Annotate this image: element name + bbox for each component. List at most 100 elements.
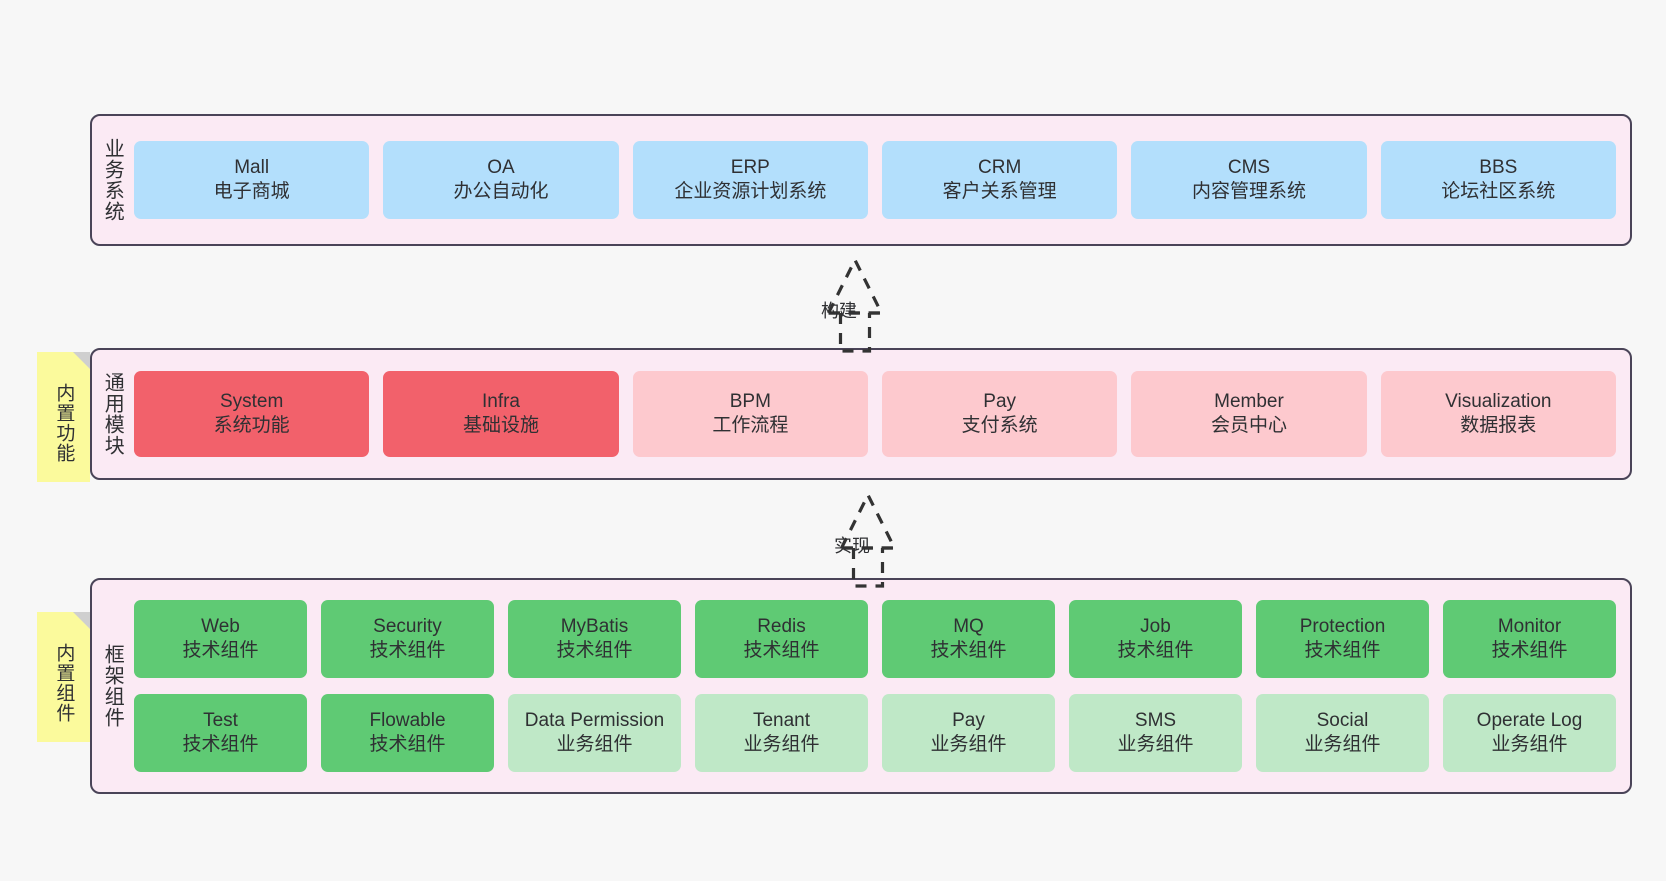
node-security[interactable]: Security 技术组件 bbox=[321, 600, 494, 678]
node-title: CRM bbox=[978, 156, 1022, 178]
node-subtitle: 企业资源计划系统 bbox=[674, 181, 827, 202]
node-subtitle: 数据报表 bbox=[1460, 415, 1537, 436]
node-bpm[interactable]: BPM 工作流程 bbox=[632, 371, 868, 457]
node-test[interactable]: Test 技术组件 bbox=[134, 694, 307, 772]
node-title: BPM bbox=[729, 390, 771, 412]
generalization-arrow-icon bbox=[825, 256, 885, 353]
node-mall[interactable]: Mall 电子商城 bbox=[134, 141, 370, 219]
node-subtitle: 业务组件 bbox=[1491, 734, 1568, 755]
node-title: Security bbox=[373, 615, 442, 637]
node-oa[interactable]: OA 办公自动化 bbox=[383, 141, 619, 219]
node-subtitle: 内容管理系统 bbox=[1191, 181, 1306, 202]
node-title: Data Permission bbox=[524, 709, 665, 731]
node-title: SMS bbox=[1134, 709, 1177, 731]
layer-row: System 系统功能 Infra 基础设施 BPM 工作流程 Pay 支付系统… bbox=[134, 371, 1616, 457]
node-web[interactable]: Web 技术组件 bbox=[134, 600, 307, 678]
note-fold-corner-icon bbox=[73, 612, 90, 629]
node-title: Operate Log bbox=[1476, 709, 1583, 731]
layer-body-framework-components: Web 技术组件 Security 技术组件 MyBatis 技术组件 Redi… bbox=[132, 580, 1630, 792]
node-title: Job bbox=[1140, 615, 1171, 637]
node-subtitle: 技术组件 bbox=[743, 640, 820, 661]
node-subtitle: 业务组件 bbox=[556, 734, 633, 755]
node-operate-log[interactable]: Operate Log 业务组件 bbox=[1443, 694, 1616, 772]
node-title: Member bbox=[1214, 390, 1284, 412]
node-subtitle: 客户关系管理 bbox=[942, 181, 1057, 202]
node-title: Protection bbox=[1299, 615, 1386, 637]
node-title: Redis bbox=[757, 615, 806, 637]
connector-implement: 实现 bbox=[768, 490, 948, 590]
node-title: Flowable bbox=[369, 709, 446, 731]
layer-title-business-systems: 业务系统 bbox=[101, 138, 124, 222]
note-builtin-features: 内置功能 bbox=[37, 352, 90, 482]
node-title: OA bbox=[487, 156, 515, 178]
node-title: Pay bbox=[952, 709, 985, 731]
node-subtitle: 论坛社区系统 bbox=[1441, 181, 1556, 202]
node-subtitle: 技术组件 bbox=[1117, 640, 1194, 661]
node-pay-module[interactable]: Pay 支付系统 bbox=[881, 371, 1118, 457]
note-text: 内置组件 bbox=[53, 643, 75, 723]
node-subtitle: 工作流程 bbox=[712, 415, 789, 436]
node-title: Infra bbox=[481, 390, 520, 412]
node-mq[interactable]: MQ 技术组件 bbox=[882, 600, 1055, 678]
node-subtitle: 技术组件 bbox=[1304, 640, 1381, 661]
node-subtitle: 技术组件 bbox=[1491, 640, 1568, 661]
node-title: Pay bbox=[983, 390, 1017, 412]
node-mybatis[interactable]: MyBatis 技术组件 bbox=[508, 600, 681, 678]
node-tenant[interactable]: Tenant 业务组件 bbox=[695, 694, 868, 772]
node-title: Social bbox=[1316, 709, 1369, 731]
node-subtitle: 会员中心 bbox=[1210, 415, 1287, 436]
node-title: CMS bbox=[1227, 156, 1271, 178]
connector-build: 构建 bbox=[755, 255, 935, 355]
node-pay-component[interactable]: Pay 业务组件 bbox=[882, 694, 1055, 772]
node-title: Monitor bbox=[1497, 615, 1562, 637]
connector-label-build: 构建 bbox=[821, 301, 857, 321]
layer-title-common-modules: 通用模块 bbox=[101, 372, 124, 456]
node-member[interactable]: Member 会员中心 bbox=[1131, 371, 1367, 457]
node-subtitle: 办公自动化 bbox=[453, 181, 549, 202]
node-system[interactable]: System 系统功能 bbox=[134, 371, 370, 457]
node-data-permission[interactable]: Data Permission 业务组件 bbox=[508, 694, 681, 772]
node-infra[interactable]: Infra 基础设施 bbox=[383, 371, 619, 457]
layer-framework-components: 框架组件 Web 技术组件 Security 技术组件 MyBatis 技术组件… bbox=[90, 578, 1632, 794]
node-subtitle: 技术组件 bbox=[369, 734, 446, 755]
layer-body-common-modules: System 系统功能 Infra 基础设施 BPM 工作流程 Pay 支付系统… bbox=[132, 350, 1630, 478]
node-subtitle: 支付系统 bbox=[961, 415, 1038, 436]
layer-business-systems: 业务系统 Mall 电子商城 OA 办公自动化 ERP 企业资源计划系统 CRM… bbox=[90, 114, 1632, 246]
node-protection[interactable]: Protection 技术组件 bbox=[1256, 600, 1429, 678]
node-cms[interactable]: CMS 内容管理系统 bbox=[1131, 141, 1367, 219]
node-title: MQ bbox=[953, 615, 984, 637]
node-subtitle: 业务组件 bbox=[930, 734, 1007, 755]
node-subtitle: 技术组件 bbox=[182, 734, 259, 755]
node-title: BBS bbox=[1479, 156, 1518, 178]
layer-title-framework-components: 框架组件 bbox=[101, 644, 124, 728]
node-title: ERP bbox=[730, 156, 770, 178]
node-subtitle: 技术组件 bbox=[369, 640, 446, 661]
node-redis[interactable]: Redis 技术组件 bbox=[695, 600, 868, 678]
node-title: Web bbox=[201, 615, 240, 637]
node-social[interactable]: Social 业务组件 bbox=[1256, 694, 1429, 772]
node-subtitle: 系统功能 bbox=[213, 415, 290, 436]
node-subtitle: 业务组件 bbox=[1304, 734, 1381, 755]
node-subtitle: 技术组件 bbox=[182, 640, 259, 661]
node-title: Test bbox=[203, 709, 238, 731]
note-builtin-components: 内置组件 bbox=[37, 612, 90, 742]
node-subtitle: 电子商城 bbox=[213, 181, 290, 202]
node-job[interactable]: Job 技术组件 bbox=[1069, 600, 1242, 678]
node-monitor[interactable]: Monitor 技术组件 bbox=[1443, 600, 1616, 678]
node-title: MyBatis bbox=[560, 615, 629, 637]
note-text: 内置功能 bbox=[53, 383, 75, 463]
node-erp[interactable]: ERP 企业资源计划系统 bbox=[632, 141, 868, 219]
node-visualization[interactable]: Visualization 数据报表 bbox=[1380, 371, 1616, 457]
layer-row: Test 技术组件 Flowable 技术组件 Data Permission … bbox=[134, 694, 1616, 772]
node-sms[interactable]: SMS 业务组件 bbox=[1069, 694, 1242, 772]
generalization-arrow-icon bbox=[838, 491, 898, 588]
node-subtitle: 业务组件 bbox=[1117, 734, 1194, 755]
node-subtitle: 基础设施 bbox=[462, 415, 539, 436]
node-bbs[interactable]: BBS 论坛社区系统 bbox=[1380, 141, 1616, 219]
node-crm[interactable]: CRM 客户关系管理 bbox=[881, 141, 1118, 219]
node-subtitle: 技术组件 bbox=[556, 640, 633, 661]
node-flowable[interactable]: Flowable 技术组件 bbox=[321, 694, 494, 772]
node-title: Mall bbox=[234, 156, 270, 178]
node-title: Visualization bbox=[1445, 390, 1552, 412]
